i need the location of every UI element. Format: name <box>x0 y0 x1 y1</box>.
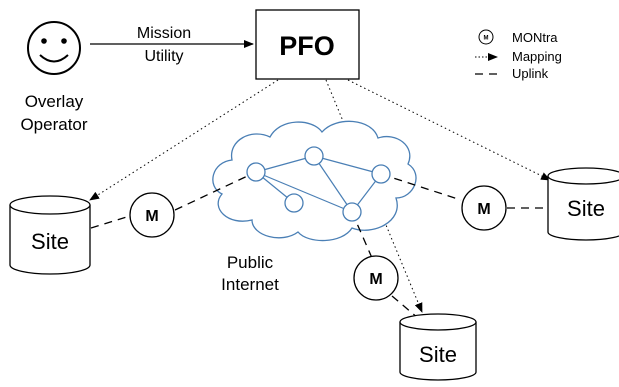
montra-monitor-right-label: M <box>477 201 490 218</box>
mapping-arrow-right-site <box>347 79 551 181</box>
legend-montra-label: MONtra <box>512 30 558 45</box>
internet-node <box>304 146 324 166</box>
montra-monitor-left-label: M <box>145 208 158 225</box>
site-right-cylinder <box>547 167 619 241</box>
legend-montra-marker-letter: M <box>484 36 489 42</box>
montra-monitor-bottom-label: M <box>369 271 382 288</box>
legend-montra-marker <box>478 29 494 45</box>
operator-label-line2: Operator <box>20 115 87 134</box>
pfo-box <box>255 9 360 80</box>
internet-node <box>284 193 304 213</box>
site-bottom-label: Site <box>419 342 457 367</box>
uplink-left-monitor-to-internet <box>174 171 257 211</box>
operator-label-line1: Overlay <box>25 92 84 111</box>
internet-node <box>342 202 362 222</box>
montra-monitor-bottom <box>353 255 399 301</box>
montra-monitor-right <box>461 185 507 231</box>
mapping-arrow-left-site <box>89 79 279 201</box>
site-right-label: Site <box>567 196 605 221</box>
legend-uplink-label: Uplink <box>512 66 549 81</box>
internet-graph-edges <box>255 155 382 213</box>
mission-utility-line1: Mission <box>137 25 191 42</box>
mapping-arrow-bottom-site <box>325 79 423 313</box>
montra-monitor-left <box>129 192 175 238</box>
internet-node <box>371 164 391 184</box>
internet-cloud <box>212 120 417 242</box>
internet-label-line2: Internet <box>221 275 279 294</box>
site-bottom-cylinder <box>399 313 477 381</box>
internet-node <box>246 162 266 182</box>
uplink-left-site-to-monitor <box>90 215 131 229</box>
uplink-right-internet-to-monitor <box>380 173 462 201</box>
mission-utility-line2: Utility <box>144 48 183 65</box>
pfo-label: PFO <box>279 31 335 61</box>
site-left-label: Site <box>31 229 69 254</box>
site-left-cylinder <box>9 195 91 275</box>
overlay-operator-icon <box>27 21 81 75</box>
internet-graph-nodes <box>246 146 391 222</box>
uplink-bottom-monitor-to-site <box>391 295 419 319</box>
legend-mapping-label: Mapping <box>512 49 562 64</box>
internet-label-line1: Public <box>227 253 274 272</box>
